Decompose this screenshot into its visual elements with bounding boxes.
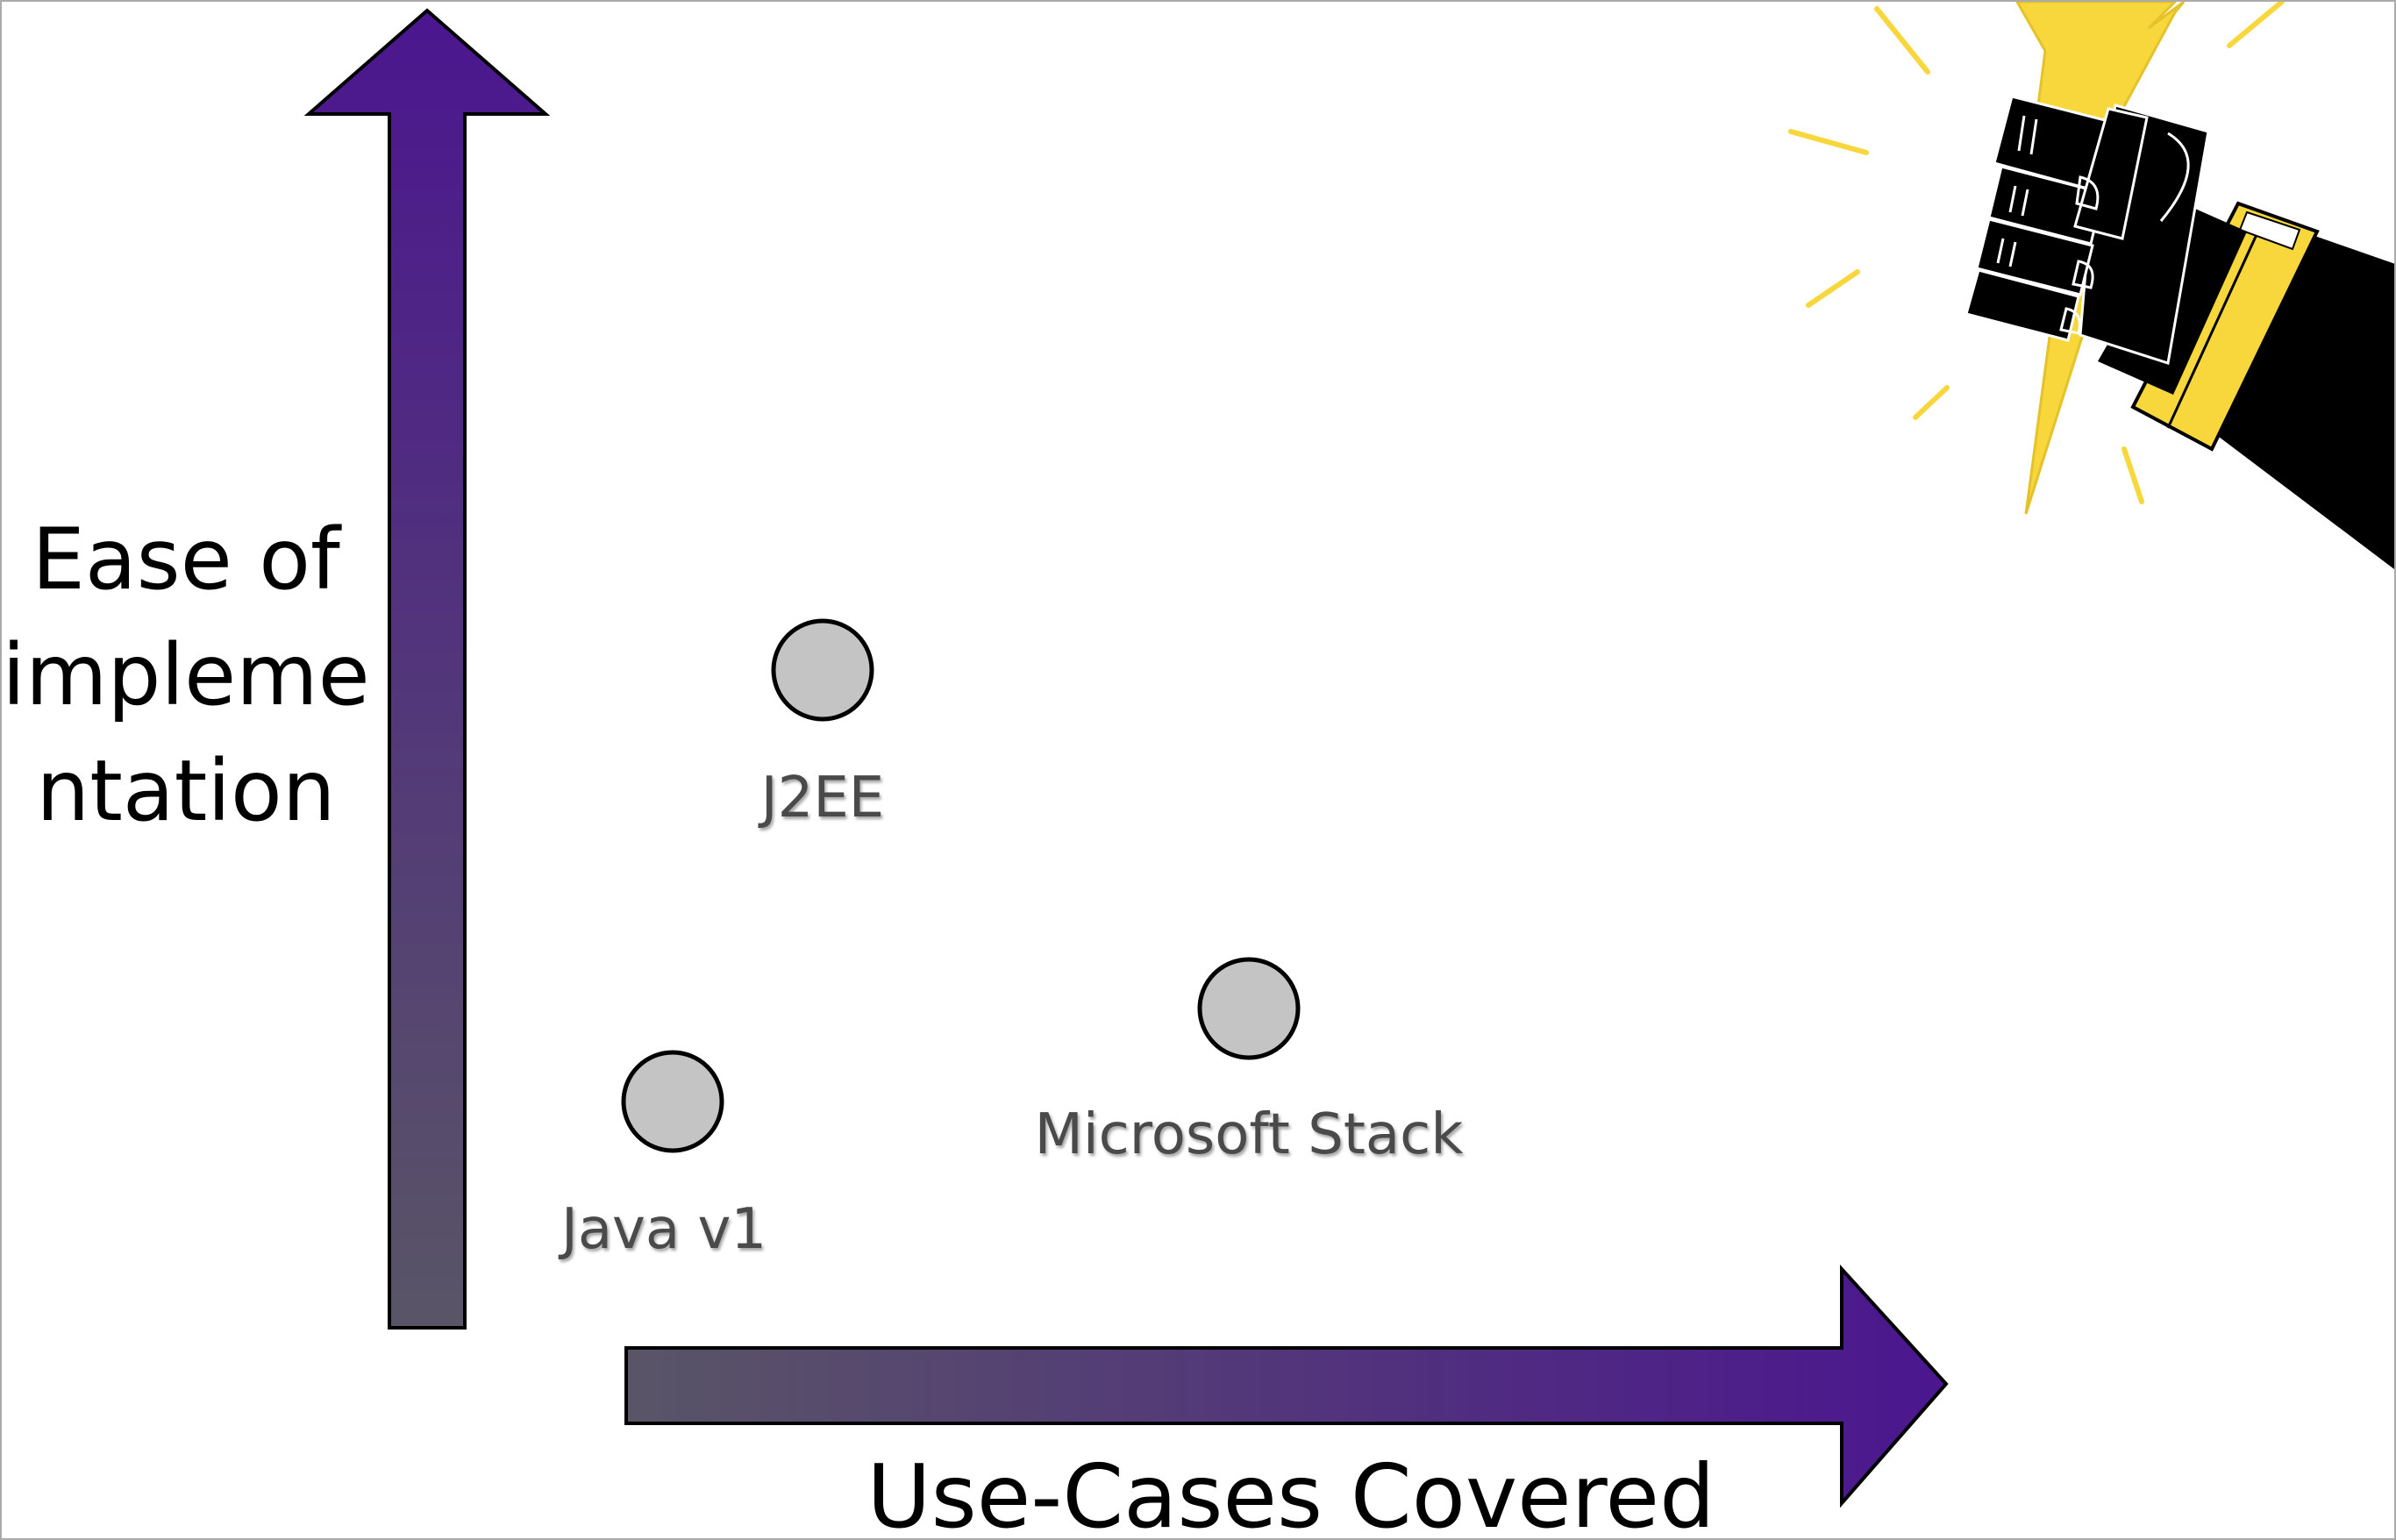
y-axis-label: Ease of impleme ntation <box>2 502 370 849</box>
y-axis-label-line-2: impleme <box>2 626 370 724</box>
point-j2ee <box>771 618 874 722</box>
fist-with-lightning-icon <box>1788 2 2394 569</box>
point-label-microsoft-stack: Microsoft Stack <box>1034 1102 1464 1167</box>
y-axis-arrow <box>303 8 551 1330</box>
x-axis-arrow <box>624 1264 1949 1508</box>
y-axis-label-line-1: Ease of <box>32 510 340 609</box>
y-axis-label-line-3: ntation <box>36 742 336 840</box>
point-java-v1 <box>621 1050 724 1153</box>
point-microsoft-stack <box>1197 957 1301 1060</box>
point-label-java-v1: Java v1 <box>560 1197 767 1262</box>
x-axis-label: Use-Cases Covered <box>866 1445 1715 1540</box>
point-label-j2ee: J2EE <box>760 766 885 831</box>
